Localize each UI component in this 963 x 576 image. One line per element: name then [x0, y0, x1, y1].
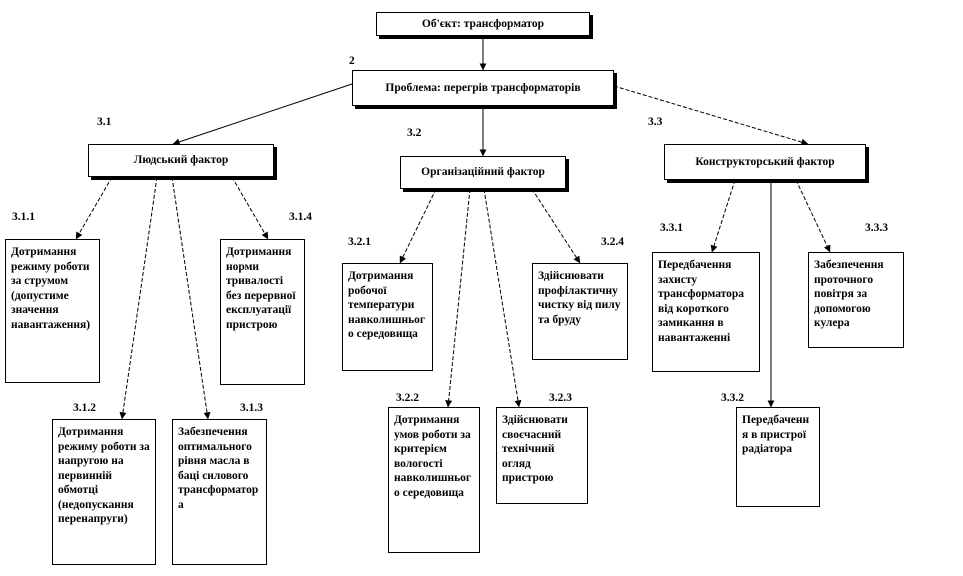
edge-org-3-2-3 — [483, 188, 522, 408]
edge-org-3-2-4 — [531, 188, 581, 264]
cause-text-3-2-4: Здійснювати профілактичну чистку від пил… — [538, 270, 621, 326]
cause-text-3-1-4: Дотримання норми тривалості без перервно… — [226, 246, 296, 331]
cause-number-3-2-2: 3.2.2 — [396, 392, 419, 404]
cause-text-3-2-2: Дотримання умов роботи за критерієм воло… — [394, 414, 472, 499]
cause-text-3-2-1: Дотримання робочої температури навколишн… — [348, 270, 426, 340]
root-object-text: Об'єкт: трансформатор — [421, 17, 545, 30]
edge-human-3-1-4 — [231, 176, 269, 240]
edge-org-3-2-1 — [399, 188, 437, 264]
edge-design-3-3-1 — [710, 179, 736, 253]
cause-text-3-2-3: Здійснювати своєчасний технічний огляд п… — [502, 414, 568, 484]
edge-problem-design — [613, 85, 809, 146]
cause-text-3-1-1: Дотримання режиму роботи за струмом (доп… — [11, 246, 91, 331]
factor-box-human: Людський фактор — [88, 144, 274, 177]
edge-human-3-1-3 — [171, 176, 211, 420]
factor-label-human: Людський фактор — [133, 154, 229, 167]
factor-number-human: 3.1 — [97, 116, 112, 128]
cause-box-3-2-4: Здійснювати профілактичну чистку від пил… — [532, 263, 628, 360]
cause-box-3-2-2: Дотримання умов роботи за критерієм воло… — [388, 407, 480, 553]
edge-org-3-2-2 — [445, 188, 471, 408]
factor-label-organizational: Організаційний фактор — [421, 166, 545, 179]
cause-number-3-3-3: 3.3.3 — [865, 222, 888, 234]
cause-number-3-3-2: 3.3.2 — [721, 392, 744, 404]
cause-box-3-3-2: Передбачення в пристрої радіатора — [736, 407, 820, 507]
edge-human-3-1-1 — [75, 176, 113, 240]
cause-text-3-3-2: Передбачення в пристрої радіатора — [742, 414, 810, 455]
cause-number-3-1-2: 3.1.2 — [73, 402, 96, 414]
cause-number-3-2-1: 3.2.1 — [348, 236, 371, 248]
cause-number-3-1-1: 3.1.1 — [12, 211, 35, 223]
cause-text-3-3-1: Передбачення захисту трансформатора від … — [658, 259, 745, 344]
problem-box: Проблема: перегрів трансформаторів — [352, 70, 614, 106]
cause-box-3-1-3: Забезпечення оптимального рівня масла в … — [172, 419, 267, 565]
cause-box-3-2-3: Здійснювати своєчасний технічний огляд п… — [496, 407, 588, 504]
factor-label-design: Конструкторський фактор — [695, 155, 835, 168]
cause-box-3-3-3: Забезпечення проточного повітря за допом… — [808, 252, 904, 348]
cause-text-3-1-3: Забезпечення оптимального рівня масла в … — [178, 426, 259, 511]
factor-number-design: 3.3 — [648, 116, 663, 128]
problem-text: Проблема: перегрів трансформаторів — [385, 81, 581, 94]
edge-design-3-3-3 — [795, 179, 831, 253]
cause-box-3-1-1: Дотримання режиму роботи за струмом (доп… — [5, 239, 100, 383]
cause-number-3-2-3: 3.2.3 — [549, 392, 572, 404]
root-number: 2 — [349, 55, 355, 67]
factor-box-organizational: Організаційний фактор — [400, 156, 566, 189]
cause-text-3-1-2: Дотримання режиму роботи за напругою на … — [58, 426, 150, 525]
edge-problem-human — [172, 83, 353, 146]
cause-number-3-3-1: 3.3.1 — [660, 222, 683, 234]
cause-number-3-2-4: 3.2.4 — [601, 236, 624, 248]
cause-number-3-1-3: 3.1.3 — [240, 402, 263, 414]
cause-text-3-3-3: Забезпечення проточного повітря за допом… — [814, 259, 884, 329]
cause-box-3-2-1: Дотримання робочої температури навколишн… — [342, 263, 433, 371]
cause-box-3-1-4: Дотримання норми тривалості без перервно… — [220, 239, 305, 385]
factor-number-organizational: 3.2 — [407, 127, 422, 139]
cause-box-3-1-2: Дотримання режиму роботи за напругою на … — [52, 419, 156, 565]
factor-box-design: Конструкторський фактор — [664, 144, 866, 180]
edge-human-3-1-2 — [119, 176, 158, 420]
cause-box-3-3-1: Передбачення захисту трансформатора від … — [652, 252, 760, 372]
root-object-box: Об'єкт: трансформатор — [376, 12, 590, 36]
cause-number-3-1-4: 3.1.4 — [289, 211, 312, 223]
